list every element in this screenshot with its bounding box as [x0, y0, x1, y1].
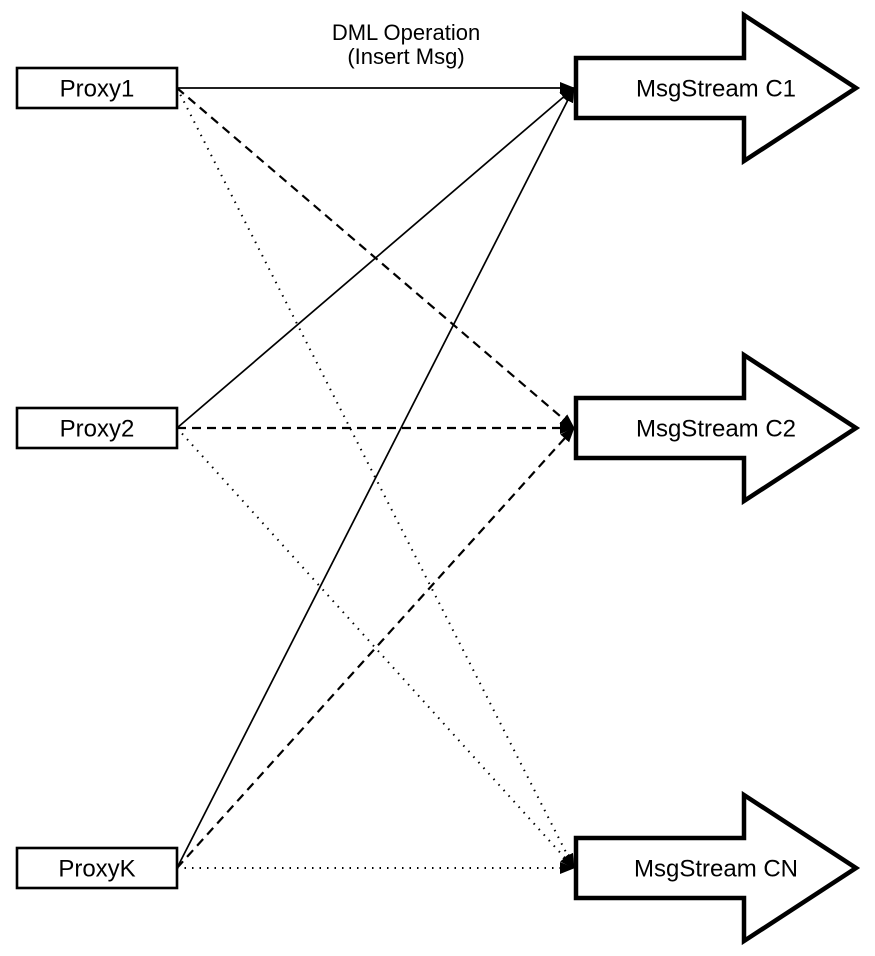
proxy-box-proxy1 — [15, 66, 179, 110]
proxy-label-proxy2: Proxy2 — [60, 415, 135, 442]
stream-arrow-c1 — [573, 10, 861, 166]
stream-label-cn: MsgStream CN — [634, 855, 798, 882]
proxy-label-proxy1: Proxy1 — [60, 75, 135, 102]
edge-proxyk-to-c2 — [176, 427, 575, 869]
edge-proxy2-to-cn — [176, 427, 575, 869]
diagram-title: DML Operation (Insert Msg) — [256, 21, 556, 69]
proxy-label-proxyk: ProxyK — [58, 855, 135, 882]
edge-proxyk-to-c1 — [176, 87, 575, 869]
stream-layer: MsgStream C1 MsgStream C2 MsgStream CN — [573, 10, 861, 946]
stream-arrow-cn — [573, 790, 861, 946]
title-line-2: (Insert Msg) — [347, 44, 465, 69]
stream-arrow-c2 — [573, 350, 861, 506]
edge-layer — [176, 82, 575, 874]
stream-label-c2: MsgStream C2 — [636, 415, 796, 442]
stream-label-c1: MsgStream C1 — [636, 75, 796, 102]
edge-proxy2-to-c1 — [176, 87, 575, 429]
title-line-1: DML Operation — [331, 20, 481, 45]
